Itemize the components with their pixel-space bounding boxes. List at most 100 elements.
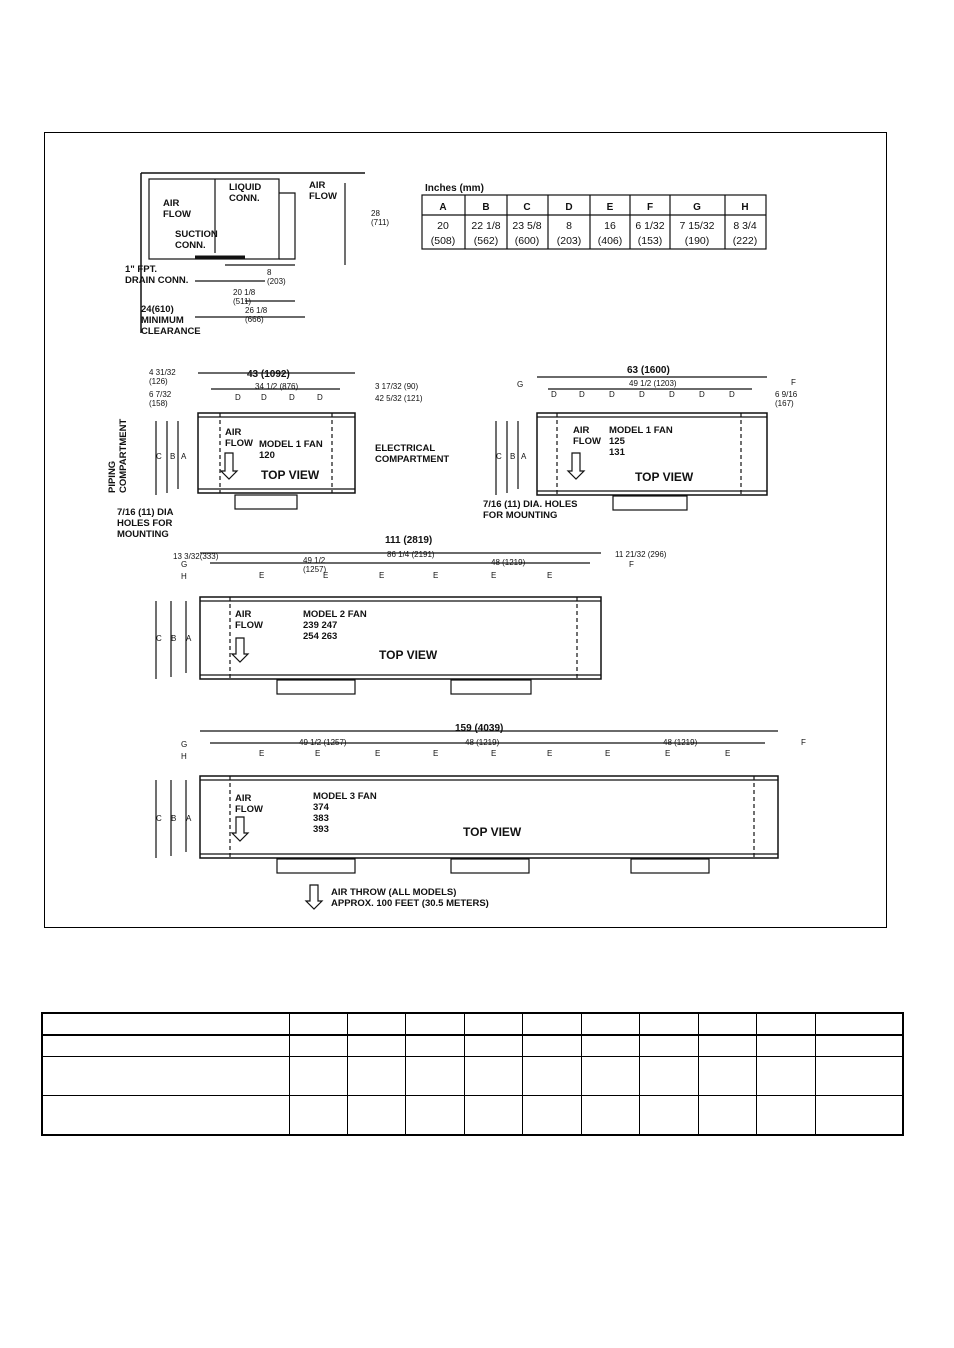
- view1-right-bottom: 42 5/32 (121): [375, 394, 423, 403]
- side-dim-20: 20 1/8(511): [233, 288, 256, 306]
- svg-text:A: A: [186, 814, 192, 823]
- spec-table-row: [41, 1095, 904, 1136]
- spec-table-row: [41, 1012, 904, 1036]
- svg-text:C: C: [156, 452, 162, 461]
- svg-text:B: B: [171, 814, 176, 823]
- dim-inches-e: 16: [604, 220, 616, 232]
- svg-text:B: B: [510, 452, 515, 461]
- view4-overall: 159 (4039): [455, 723, 503, 734]
- dim-table-values: 20(508)22 1/8(562)23 5/8(600)8(203)16(40…: [431, 220, 758, 247]
- svg-text:B: B: [170, 452, 175, 461]
- tick-label: E: [379, 571, 384, 580]
- tick-label: E: [725, 749, 730, 758]
- spec-table: [41, 1012, 904, 1136]
- side-height-dim: 28(711): [371, 209, 389, 227]
- svg-text:B: B: [171, 634, 176, 643]
- view3-inner2: 86 1/4 (2191): [387, 550, 435, 559]
- dim-header-d: D: [565, 202, 572, 213]
- view2-inner: 49 1/2 (1203): [629, 379, 677, 388]
- view4-inner2: 48 (1219): [465, 738, 500, 747]
- dim-header-e: E: [607, 202, 614, 213]
- tick-label: E: [491, 749, 496, 758]
- view1-overall: 43 (1092): [247, 369, 290, 380]
- dim-inches-b: 22 1/8: [471, 220, 500, 232]
- tick-label: E: [259, 571, 264, 580]
- view3-inner1: 49 1/2(1257): [303, 556, 326, 574]
- view1-left-top: 4 31/32(126): [149, 368, 176, 386]
- dim-inches-h: 8 3/4: [733, 220, 757, 232]
- tick-label: E: [547, 571, 552, 580]
- view1-inner: 34 1/2 (876): [255, 382, 298, 391]
- view4-top-view: TOP VIEW: [463, 825, 522, 839]
- view1-right-top: 3 17/32 (90): [375, 382, 418, 391]
- dim-mm-h: (222): [733, 235, 758, 247]
- dim-mm-d: (203): [557, 235, 582, 247]
- svg-text:A: A: [181, 452, 187, 461]
- dim-table-title: Inches (mm): [425, 183, 484, 194]
- view3-overall: 111 (2819): [385, 535, 432, 546]
- tick-label: D: [669, 390, 675, 399]
- svg-text:F: F: [801, 738, 806, 747]
- svg-text:C: C: [156, 814, 162, 823]
- tick-label: D: [699, 390, 705, 399]
- view3-top-view: TOP VIEW: [379, 648, 438, 662]
- dim-inches-c: 23 5/8: [512, 220, 541, 232]
- dim-mm-a: (508): [431, 235, 456, 247]
- svg-text:H: H: [181, 572, 187, 581]
- dim-inches-f: 6 1/32: [635, 220, 664, 232]
- tick-label: D: [289, 393, 295, 402]
- view4-inner3: 48 (1219): [663, 738, 698, 747]
- view1-top-view: TOP VIEW: [261, 468, 320, 482]
- tick-label: D: [317, 393, 323, 402]
- tick-label: E: [665, 749, 670, 758]
- tick-label: D: [235, 393, 241, 402]
- dim-mm-b: (562): [474, 235, 499, 247]
- tick-label: E: [491, 571, 496, 580]
- dim-mm-e: (406): [598, 235, 623, 247]
- tick-label: E: [433, 571, 438, 580]
- tick-label: D: [639, 390, 645, 399]
- dim-inches-g: 7 15/32: [679, 220, 714, 232]
- tick-label: D: [579, 390, 585, 399]
- svg-text:C: C: [156, 634, 162, 643]
- svg-text:H: H: [181, 752, 187, 761]
- dim-header-a: A: [439, 202, 446, 213]
- spec-table-row: [41, 1034, 904, 1057]
- tick-label: E: [259, 749, 264, 758]
- svg-text:A: A: [521, 452, 527, 461]
- tick-label: E: [375, 749, 380, 758]
- tick-label: E: [433, 749, 438, 758]
- side-dim-26: 26 1/8(666): [245, 306, 268, 324]
- view1-piping: PIPINGCOMPARTMENT: [107, 419, 129, 493]
- svg-text:C: C: [496, 452, 502, 461]
- view2-right: 6 9/16(167): [775, 390, 798, 408]
- tick-label: E: [323, 571, 328, 580]
- dim-header-b: B: [482, 202, 489, 213]
- svg-text:G: G: [181, 740, 187, 749]
- view2-top-view: TOP VIEW: [635, 470, 694, 484]
- tick-label: E: [605, 749, 610, 758]
- tick-label: D: [551, 390, 557, 399]
- air-throw-note: AIR THROW (ALL MODELS)APPROX. 100 FEET (…: [331, 887, 489, 909]
- dim-inches-a: 20: [437, 220, 449, 232]
- dim-header-c: C: [523, 202, 530, 213]
